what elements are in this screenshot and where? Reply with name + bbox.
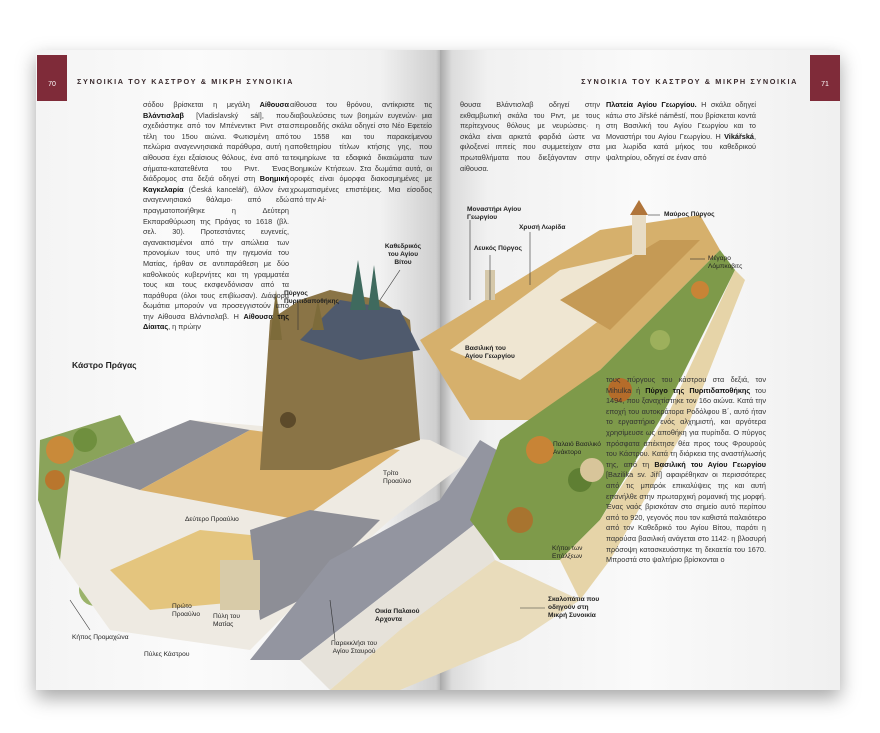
- label-white-tower: Λευκός Πύργος: [474, 245, 522, 252]
- label-cathedral: Καθεδρικός του Αγίου Βίτου: [384, 243, 422, 266]
- label-old-burgrave-house: Οικία Παλαιού Αρχοντα: [375, 608, 420, 623]
- body-text-right-col1: θουσα Βλάντισλαβ οδηγεί στην εκθαμβωτική…: [460, 100, 600, 173]
- text: τους πύργους του κάστρου στα δεξιά, τον …: [606, 375, 766, 395]
- label-rampart-gardens: Κήποι των Επάλξεων: [552, 545, 583, 560]
- label-steps: Σκαλοπάτια που οδηγούν στη Μικρή Συνοικί…: [548, 596, 600, 619]
- text: , η πρώην: [168, 322, 201, 332]
- label-old-royal-palace: Παλαιό Βασιλικό Ανάκτορο: [553, 441, 601, 456]
- bold-term: Πλατεία Αγίου Γεωργίου.: [606, 100, 697, 109]
- text: (Česká kancelář), άλλον ένα αναγεννησιακ…: [143, 184, 289, 321]
- text: του 1494, που ξαναχτίστηκε τον 16ο αιώνα…: [606, 385, 766, 469]
- text: [Bazilika sv. Jiří] αφαιρέθηκαν οι περισ…: [606, 470, 766, 565]
- eastern-complex: [420, 200, 720, 420]
- body-text-right-lower: τους πύργους του κάστρου στα δεξιά, τον …: [606, 375, 766, 566]
- curved-wing: [250, 440, 505, 690]
- running-title-right: ΣΥΝΟΙΚΙΑ ΤΟΥ ΚΑΣΤΡΟΥ & ΜΙΚΡΗ ΣΥΝΟΙΚΙΑ: [581, 77, 798, 86]
- label-matthias-gate: Πύλη του Ματίας: [213, 613, 240, 628]
- text: σόδου βρίσκεται η μεγάλη: [143, 100, 260, 109]
- text: , μια λωρίδα κατά μήκος του καθεδρικού ψ…: [606, 131, 756, 162]
- label-castle-gates: Πύλες Κάστρου: [144, 651, 190, 658]
- illustration-title: Κάστρο Πράγας: [72, 360, 137, 370]
- bold-term: Βοημική Καγκελαρία: [143, 174, 289, 194]
- bold-term: Αίθουσα της Δίαιτας: [143, 311, 289, 332]
- label-third-courtyard: Τρίτο Προαύλιο: [383, 470, 412, 485]
- running-title-left: ΣΥΝΟΙΚΙΑ ΤΟΥ ΚΑΣΤΡΟΥ & ΜΙΚΡΗ ΣΥΝΟΙΚΙΑ: [77, 77, 294, 86]
- label-lobkowicz-palace: Μέγαρο Λόμπκοβιτς: [708, 255, 743, 270]
- body-text-left-col2: αίθουσα του θρόνου, αντίκριστε τις διαβο…: [290, 100, 432, 205]
- text: [Vladislavský sál], που σχεδιάστηκε από …: [143, 110, 289, 184]
- label-golden-lane: Χρυσή Λωρίδα: [519, 224, 566, 231]
- body-text-left-col1: σόδου βρίσκεται η μεγάλη Αίθουσα Βλάντισ…: [143, 100, 289, 333]
- cathedral: [260, 260, 420, 470]
- label-first-courtyard: Πρώτο Προαύλιο: [172, 603, 201, 618]
- label-st-george-basilica: Βασιλική του Αγίου Γεωργίου: [465, 345, 515, 360]
- label-powder-tower: Πύργος Πυριτιδαποθήκης: [284, 290, 339, 305]
- rampart-gardens: [330, 250, 745, 690]
- body-text-right-col2: Πλατεία Αγίου Γεωργίου. Η σκάλα οδηγεί κ…: [606, 100, 756, 164]
- label-second-courtyard: Δεύτερο Προαύλιο: [185, 516, 239, 523]
- bold-term: Vikářská: [724, 131, 754, 141]
- page-number-tab: 71: [810, 55, 840, 101]
- label-black-tower: Μαύρος Πύργος: [664, 211, 715, 218]
- page-number-tab: 70: [37, 55, 67, 101]
- text: Η σκάλα οδηγεί κάτω στο Jiřské náměstí, …: [606, 100, 756, 141]
- leader-lines: [69, 214, 705, 641]
- bold-term: Βασιλική του Αγίου Γεωργίου: [654, 459, 766, 469]
- label-holy-cross-chapel: Παρεκκλήσι του Αγίου Σταυρού: [331, 640, 377, 655]
- bold-term: Πύργο της Πυριτιδαποθήκης: [645, 385, 751, 395]
- bold-term: Αίθουσα Βλάντισλαβ: [143, 100, 289, 120]
- label-bastion-garden: Κήπος Προμαχώνα: [72, 634, 129, 641]
- label-st-george-convent: Μοναστήρι Αγίου Γεωργίου: [467, 206, 522, 221]
